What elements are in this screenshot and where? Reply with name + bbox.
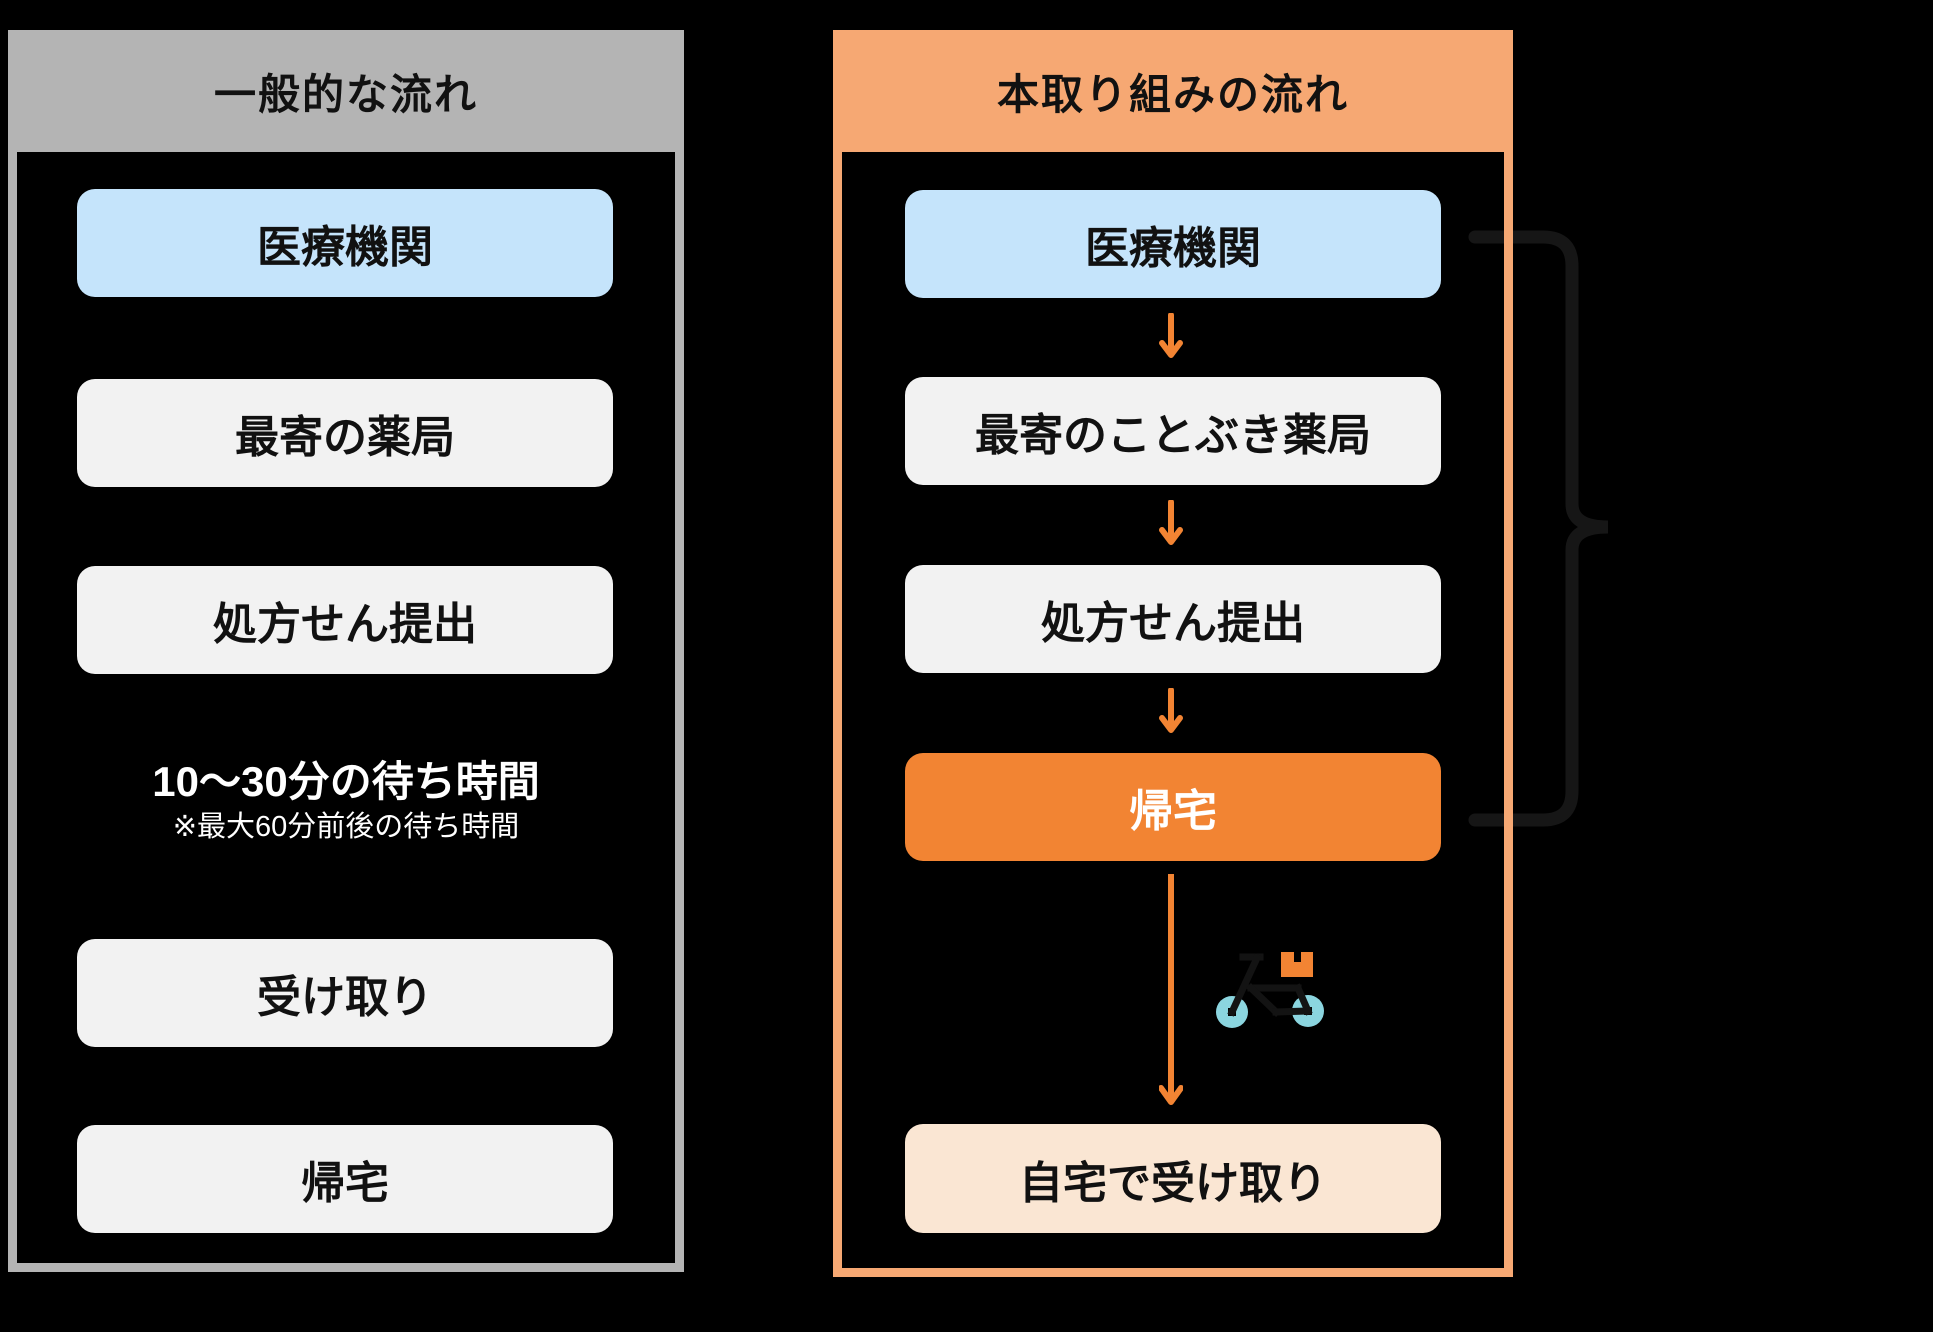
step-label: 処方せん提出 bbox=[1041, 599, 1305, 648]
step-box-home-delivery-pickup: 自宅で受け取り bbox=[905, 1124, 1441, 1233]
general-flow-header: 一般的な流れ bbox=[8, 30, 684, 152]
wait-time-main-text: 10〜30分の待ち時間 bbox=[152, 758, 540, 805]
wait-time-sub-text: ※最大60分前後の待ち時間 bbox=[172, 811, 520, 844]
arrow-down-icon bbox=[1159, 499, 1183, 553]
step-box-medical-institution: 医療機関 bbox=[905, 190, 1441, 298]
step-label: 自宅で受け取り bbox=[1019, 1158, 1327, 1208]
arrow-down-icon bbox=[1159, 687, 1183, 741]
step-label: 処方せん提出 bbox=[213, 600, 477, 649]
arrow-down-icon bbox=[1159, 312, 1183, 366]
wait-time-note: 10〜30分の待ち時間 ※最大60分前後の待ち時間 bbox=[8, 758, 684, 888]
initiative-flow-header: 本取り組みの流れ bbox=[833, 30, 1513, 152]
step-label: 帰宅 bbox=[301, 1159, 389, 1208]
step-box-medical-institution: 医療機関 bbox=[77, 189, 613, 297]
step-label: 帰宅 bbox=[1129, 787, 1217, 836]
initiative-flow-title: 本取り組みの流れ bbox=[996, 70, 1349, 118]
step-label: 最寄の薬局 bbox=[235, 413, 455, 462]
delivery-bicycle-icon bbox=[1215, 948, 1330, 1032]
step-box-pickup: 受け取り bbox=[77, 939, 613, 1047]
delivery-arrow-down-icon bbox=[1158, 871, 1184, 1119]
step-box-nearest-pharmacy: 最寄の薬局 bbox=[77, 379, 613, 487]
step-box-return-home-highlight: 帰宅 bbox=[905, 753, 1441, 861]
step-box-prescription-submission: 処方せん提出 bbox=[905, 565, 1441, 673]
step-label: 最寄のことぶき薬局 bbox=[975, 411, 1371, 460]
grouping-brace bbox=[1468, 220, 1609, 840]
general-flow-title: 一般的な流れ bbox=[213, 70, 478, 118]
step-box-return-home: 帰宅 bbox=[77, 1125, 613, 1233]
general-flow-panel: 一般的な流れ 医療機関 最寄の薬局 処方せん提出 10〜30分の待ち時間 ※最大… bbox=[8, 30, 684, 1272]
step-label: 医療機関 bbox=[1085, 224, 1261, 273]
step-label: 受け取り bbox=[257, 973, 433, 1022]
step-box-prescription-submission: 処方せん提出 bbox=[77, 566, 613, 674]
initiative-flow-panel: 本取り組みの流れ 医療機関 最寄のことぶき薬局 処方せん提出 帰宅 bbox=[833, 30, 1513, 1277]
step-label: 医療機関 bbox=[257, 223, 433, 272]
step-box-nearest-kotobuki-pharmacy: 最寄のことぶき薬局 bbox=[905, 377, 1441, 485]
general-flow-body bbox=[17, 152, 675, 1263]
